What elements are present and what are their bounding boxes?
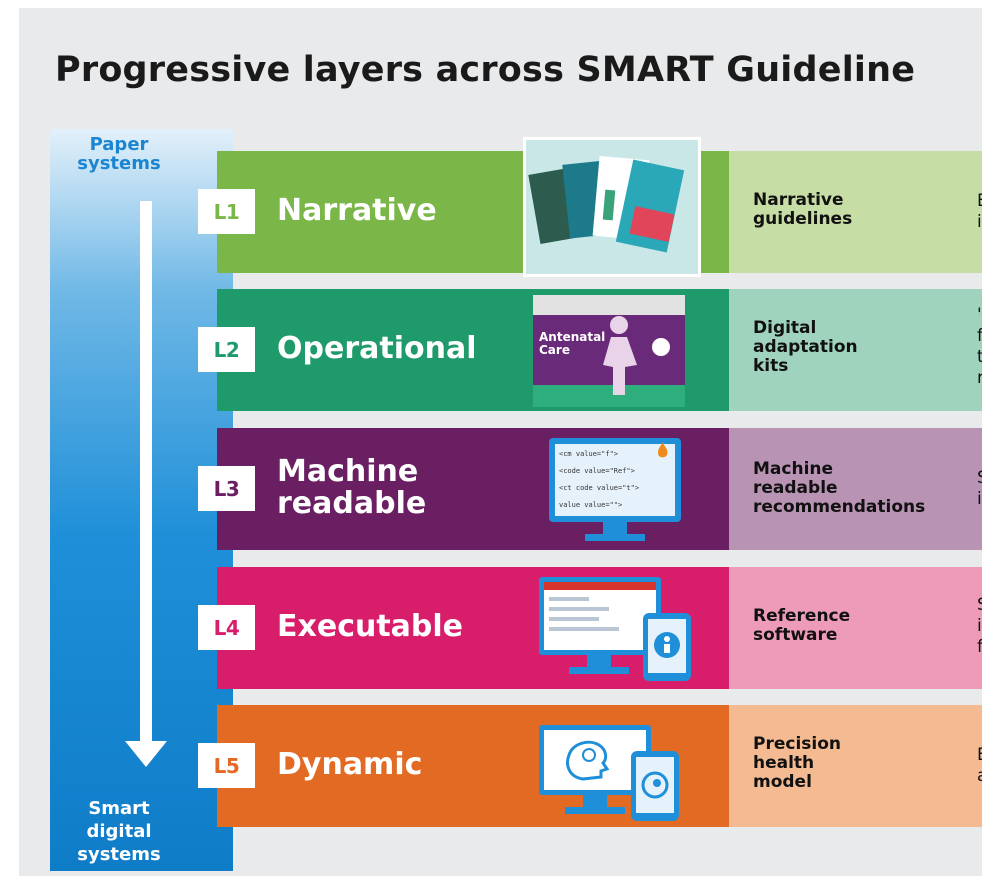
layer-band-detail xyxy=(729,151,982,273)
layer-description-line: health xyxy=(753,753,815,773)
layer-extra-text: E a xyxy=(977,745,982,787)
code-line: <ct code value="t"> xyxy=(559,484,640,492)
layer-name-line: Dynamic xyxy=(277,747,423,782)
code-line: value value=""> xyxy=(559,501,623,509)
layer-band-l4: L4 Executable Reference softw xyxy=(198,567,982,689)
layer-name: Executable xyxy=(277,611,463,643)
layer-code: L5 xyxy=(213,753,240,778)
machine-readable-monitor-thumbnail: <cm value="f"> <code value="Ref"> <ct co… xyxy=(545,434,685,544)
side-bottom-line: systems xyxy=(77,844,161,865)
layer-extra-line: r xyxy=(977,368,982,388)
paper-systems-label: Paper systems xyxy=(50,135,188,173)
kit-header-strip xyxy=(533,295,685,315)
layer-extra-line: f xyxy=(977,637,982,657)
kit-cover-title: Antenatal Care xyxy=(539,331,605,357)
layer-band-detail xyxy=(729,289,982,411)
layer-extra-text: S i xyxy=(977,468,982,510)
layer-extra-line: S xyxy=(977,595,982,616)
layer-code: L2 xyxy=(213,337,240,362)
layer-name-line: Narrative xyxy=(277,193,437,228)
layer-extra-text: E i xyxy=(977,191,982,233)
layer-extra-line: i xyxy=(977,616,982,636)
layer-band-detail xyxy=(729,567,982,689)
ai-head-icon xyxy=(539,725,679,821)
layer-name-line: Executable xyxy=(277,609,464,644)
layer-code: L4 xyxy=(213,615,240,640)
code-snippet: <cm value="f"> <code value="Ref"> <ct co… xyxy=(559,446,639,514)
layer-band-l1: L1 Narrative Narrative guidelines E i xyxy=(198,137,982,277)
layer-name: Narrative xyxy=(277,195,437,227)
layer-badge: L1 xyxy=(198,189,255,234)
layer-code: L1 xyxy=(213,199,240,224)
layer-description-line: software xyxy=(753,625,838,645)
layer-description-line: readable xyxy=(753,478,838,498)
layer-extra-line: ' xyxy=(977,305,982,325)
layer-name-line: Machine xyxy=(277,454,419,489)
layer-extra-text: ' f t r xyxy=(977,305,982,389)
layer-extra-line: E xyxy=(977,745,982,766)
side-top-line: Paper xyxy=(89,134,149,155)
layer-description: Narrative guidelines xyxy=(753,191,852,229)
layer-name-line: Operational xyxy=(277,331,477,366)
monitor-code-icon xyxy=(549,438,681,541)
layer-description-line: model xyxy=(753,772,812,792)
layer-description: Machine readable recommendations xyxy=(753,460,925,517)
layer-description-line: Precision xyxy=(753,734,842,754)
layer-band-l3: L3 Machine readable <cm value="f"> <code… xyxy=(198,428,982,550)
side-top-line: systems xyxy=(77,153,161,174)
layer-extra-line: a xyxy=(977,766,982,787)
reference-software-thumbnail xyxy=(535,573,695,685)
antenatal-care-kit-thumbnail: Antenatal Care xyxy=(533,295,685,407)
layer-description-line: Digital xyxy=(753,318,817,338)
layer-description: Digital adaptation kits xyxy=(753,319,858,376)
documents-icon xyxy=(528,155,685,253)
precision-health-thumbnail xyxy=(535,721,685,825)
layer-extra-line: E xyxy=(977,191,982,212)
layer-description-line: Machine xyxy=(753,459,834,479)
code-line: <code value="Ref"> xyxy=(559,467,635,475)
layer-badge: L4 xyxy=(198,605,255,650)
layer-extra-line: t xyxy=(977,347,982,367)
layer-description-line: recommendations xyxy=(753,497,926,517)
layer-badge: L5 xyxy=(198,743,255,788)
layer-extra-text: S i f xyxy=(977,595,982,658)
layer-description-line: kits xyxy=(753,356,789,376)
layer-description-line: Reference xyxy=(753,606,851,626)
layer-description-line: guidelines xyxy=(753,209,853,229)
layer-description: Precision health model xyxy=(753,735,841,792)
kit-cover-line: Care xyxy=(539,343,570,357)
progression-arrow-shaft xyxy=(140,201,152,743)
smart-digital-systems-label: Smart digital systems xyxy=(50,797,188,866)
layer-description-line: adaptation xyxy=(753,337,858,357)
layer-badge: L2 xyxy=(198,327,255,372)
layer-extra-line: S xyxy=(977,468,982,489)
pregnant-woman-icon xyxy=(603,316,670,395)
layer-band-l5: L5 Dynamic Precision health model E a xyxy=(198,705,982,827)
code-line: <cm value="f"> xyxy=(559,450,619,458)
arrow-down-icon xyxy=(125,741,167,767)
layer-name-line: readable xyxy=(277,486,427,521)
layer-description: Reference software xyxy=(753,607,850,645)
layer-code: L3 xyxy=(213,476,240,501)
layer-badge: L3 xyxy=(198,466,255,511)
layer-extra-line: f xyxy=(977,326,982,346)
layer-name: Dynamic xyxy=(277,749,422,781)
layer-extra-line: i xyxy=(977,212,982,232)
layer-band-l2: L2 Operational Antenatal Care Digital ad… xyxy=(198,289,982,411)
software-screens-icon xyxy=(539,577,691,681)
layer-band-detail xyxy=(729,705,982,827)
layer-name: Machine readable xyxy=(277,456,426,520)
layer-extra-line: i xyxy=(977,489,982,509)
side-bottom-line: Smart xyxy=(88,798,150,819)
side-bottom-line: digital xyxy=(86,821,152,842)
figure-panel: Progressive layers across SMART Guidelin… xyxy=(19,8,982,876)
kit-footer-strip xyxy=(533,385,685,407)
kit-cover-line: Antenatal xyxy=(539,330,606,344)
figure-title: Progressive layers across SMART Guidelin… xyxy=(55,50,916,90)
layer-band-detail xyxy=(729,428,982,550)
guideline-documents-thumbnail xyxy=(523,137,701,277)
layer-name: Operational xyxy=(277,333,476,365)
layer-description-line: Narrative xyxy=(753,190,844,210)
